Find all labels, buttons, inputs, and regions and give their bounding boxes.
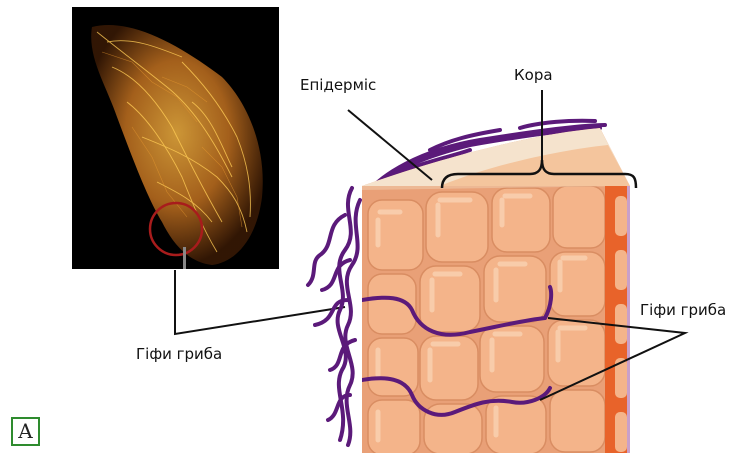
label-hyphae-right: Гіфи гриба <box>640 301 726 319</box>
panel-letter-badge: A <box>11 417 40 446</box>
leader-line-epidermis <box>348 110 432 180</box>
label-hyphae-left: Гіфи гриба <box>136 345 222 363</box>
vascular-layer <box>605 186 633 453</box>
label-cortex: Кора <box>514 66 553 84</box>
label-epidermis: Епідерміс <box>300 76 376 94</box>
